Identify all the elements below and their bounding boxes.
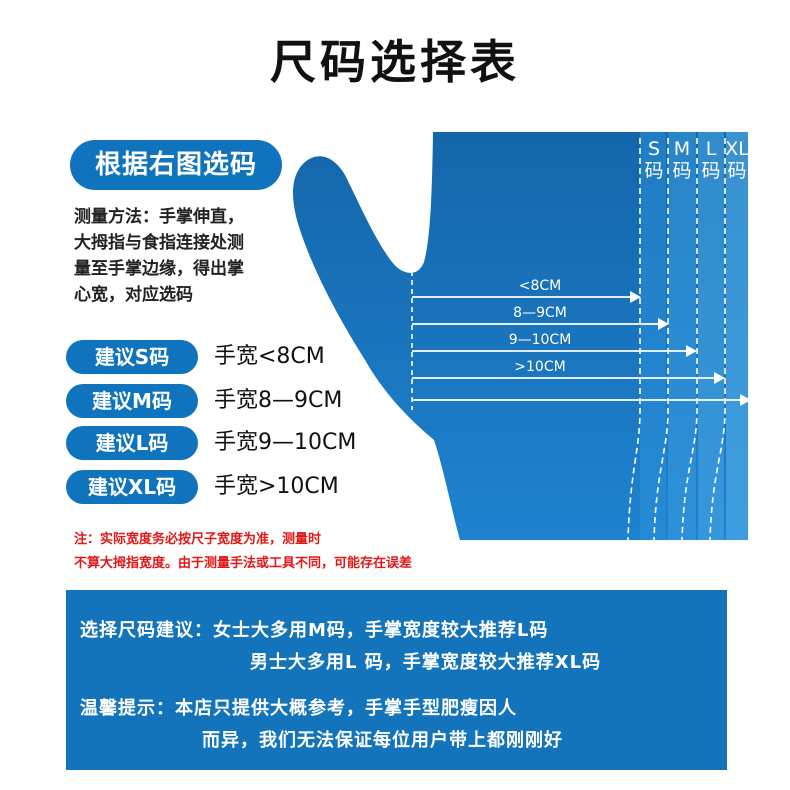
tips-panel: 选择尺码建议：女士大多用M码，手掌宽度较大推荐L码 男士大多用L 码，手掌宽度较… (66, 590, 727, 770)
recommend-pill: 建议XL码 (66, 470, 198, 504)
method-line: 测量方法：手掌伸直， (74, 207, 244, 227)
separator-xl (709, 138, 726, 541)
recommend-value: 手宽>10CM (214, 474, 339, 499)
size-letter: L (705, 138, 717, 160)
arrow-label-s: <8CM (519, 278, 562, 294)
size-char: 码 (644, 160, 664, 182)
size-head-l: L 码 (698, 138, 724, 182)
separator-s (627, 138, 641, 541)
measure-point-icon (403, 246, 417, 260)
note-line: 注：实际宽度务必按尺子宽度为准，测量时 (74, 532, 322, 547)
measure-method: 测量方法：手掌伸直， 大拇指与食指连接处测 量至手掌边缘，得出掌 心宽，对应选码 (74, 204, 306, 308)
size-char: 码 (727, 160, 747, 182)
arrow-xl-ext-head (740, 394, 751, 406)
method-line: 心宽，对应选码 (74, 285, 193, 305)
tip-line-4: 而异，我们无法保证每位用户带上都刚刚好 (202, 730, 563, 751)
separator-m (653, 138, 669, 541)
size-char: 码 (701, 160, 721, 182)
recommend-pill: 建议S码 (66, 340, 198, 374)
tip-line-1: 选择尺码建议：女士大多用M码，手掌宽度较大推荐L码 (80, 620, 549, 641)
size-head-m: M 码 (669, 138, 695, 182)
arrow-label-m: 8—9CM (513, 305, 567, 321)
arrow-s-head (630, 291, 641, 303)
arrow-xl-head (714, 372, 725, 384)
size-char: 码 (672, 160, 692, 182)
size-letter: S (647, 138, 661, 160)
size-band-m (668, 132, 696, 540)
size-head-xl: XL 码 (724, 138, 750, 182)
recommend-pill: 建议M码 (66, 384, 198, 418)
page-title: 尺码选择表 (270, 35, 520, 89)
size-band-xl (726, 132, 748, 540)
arrow-m-head (658, 318, 669, 330)
size-head-s: S 码 (641, 138, 667, 182)
recommend-pill: 建议L码 (66, 426, 198, 460)
recommend-value: 手宽8—9CM (214, 388, 343, 413)
guide-pill: 根据右图选码 (70, 140, 282, 190)
recommend-value: 手宽<8CM (214, 344, 325, 369)
glove-shape (293, 132, 748, 540)
size-band-s (640, 132, 666, 540)
arrow-label-xl: >10CM (514, 359, 565, 375)
method-line: 量至手掌边缘，得出掌 (74, 259, 244, 279)
recommend-value: 手宽9—10CM (214, 430, 357, 455)
tip-line-3: 温馨提示：本店只提供大概参考，手掌手型肥瘦因人 (80, 698, 517, 719)
measure-note: 注：实际宽度务必按尺子宽度为准，测量时 不算大拇指宽度。由于测量手法或工具不同，… (74, 528, 412, 576)
tip-line-2: 男士大多用L 码，手掌宽度较大推荐XL码 (250, 652, 602, 673)
size-letter: XL (725, 138, 749, 160)
arrow-label-l: 9—10CM (509, 332, 572, 348)
separator-l (681, 138, 698, 541)
method-line: 大拇指与食指连接处测 (74, 233, 244, 253)
size-letter: M (673, 138, 691, 160)
arrow-l-head (686, 345, 697, 357)
note-line: 不算大拇指宽度。由于测量手法或工具不同，可能存在误差 (74, 556, 413, 571)
size-band-l (698, 132, 724, 540)
